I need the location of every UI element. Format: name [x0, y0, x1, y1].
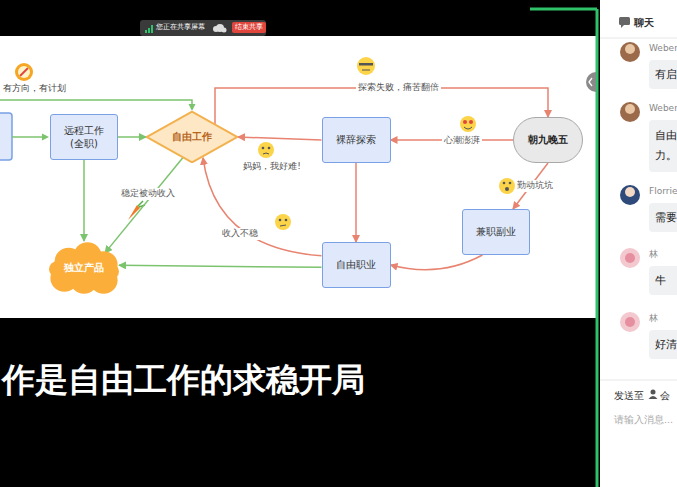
flow-arrow: [355, 163, 357, 242]
edge-label: 探索失败，痛苦翻倍: [356, 82, 441, 94]
chat-bubble: 好清: [649, 330, 677, 359]
chat-icon: [619, 17, 630, 28]
cloud-icon: [213, 24, 227, 33]
start-pill: 朝九晚五: [513, 117, 583, 163]
flow-arrow: [203, 158, 321, 256]
arrow-head: [189, 104, 196, 111]
input-placeholder: 请输入消息...: [614, 414, 673, 426]
avatar: [620, 248, 640, 268]
subtitle: 作是自由工作的求稳开局: [2, 360, 365, 400]
process-box: 兼职副业: [462, 209, 530, 255]
divider: [600, 38, 677, 39]
slide-ground: [0, 36, 597, 318]
edge-label: 收入不稳: [220, 228, 260, 240]
node-text: 裸辞探索: [336, 133, 376, 147]
chat-bubble: 牛: [649, 266, 677, 295]
node-text: 独立产品: [64, 261, 104, 275]
flow-arrow: [83, 160, 85, 241]
avatar: [620, 185, 640, 205]
sender-name: 林: [649, 249, 658, 260]
note: 有方向，有计划: [3, 83, 68, 94]
share-frame: [530, 8, 597, 11]
flow-arrow: [118, 136, 146, 138]
decision-diamond: 自由工作: [146, 111, 238, 163]
avatar: [620, 312, 640, 332]
share-bar: [140, 20, 266, 36]
send-to: 发送至: [614, 389, 644, 402]
recipient: 会: [660, 389, 670, 402]
diamond-shape: [147, 112, 237, 163]
person-icon: [649, 390, 658, 400]
face-emoji: [275, 214, 291, 230]
carrot-emoji: [128, 201, 145, 220]
edge-label: 稳定被动收入: [119, 188, 177, 200]
node-text: 兼职副业: [476, 225, 516, 239]
panel-title: 聊天: [634, 16, 654, 29]
node-text: 远程工作 (全职): [59, 124, 109, 151]
cut-box: [0, 113, 12, 160]
sender-name: 林: [649, 313, 658, 324]
node-text: 自由工作: [172, 130, 212, 144]
stop-button: 结束共享: [232, 22, 266, 33]
flow-arrow: [391, 255, 483, 270]
cloud-part: [102, 263, 119, 279]
compass-emoji: [15, 63, 33, 81]
signal-icon: [145, 25, 153, 33]
face-emoji: [258, 142, 274, 158]
chat-bubble: 需要: [649, 203, 677, 232]
node-text: 朝九晚五: [528, 133, 568, 147]
sender-name: Weber: [649, 43, 677, 54]
divider: [600, 380, 677, 381]
avatar: [620, 42, 640, 62]
status-text: 您正在共享屏幕: [156, 23, 205, 32]
edge-label: 妈妈，我好难!: [241, 161, 303, 173]
flow-arrow: [119, 265, 322, 267]
cloud-part: [49, 261, 66, 277]
process-box: 裸辞探索: [322, 117, 391, 163]
edge-label: 心潮澎湃: [442, 135, 482, 147]
chat-bubble: 自由 力。: [649, 120, 677, 172]
chat-bubble: 有启: [649, 60, 677, 89]
process-box: 自由职业: [322, 242, 391, 288]
collapse-button: [586, 72, 596, 92]
face-emoji: [460, 116, 476, 132]
edge-label: 勤动坑坑: [515, 180, 555, 192]
sender-name: Florrie: [649, 186, 677, 197]
goal-cloud: 独立产品: [49, 241, 119, 295]
process-box: 远程工作 (全职): [50, 114, 118, 160]
face-emoji: [499, 178, 515, 194]
flow-arrow: [238, 137, 322, 140]
face-emoji: [357, 57, 375, 75]
flow-arrow: [105, 158, 183, 253]
avatar: [620, 102, 640, 122]
sender-name: Weber: [649, 103, 677, 114]
arrow-head: [42, 134, 49, 141]
node-text: 自由职业: [336, 258, 376, 272]
